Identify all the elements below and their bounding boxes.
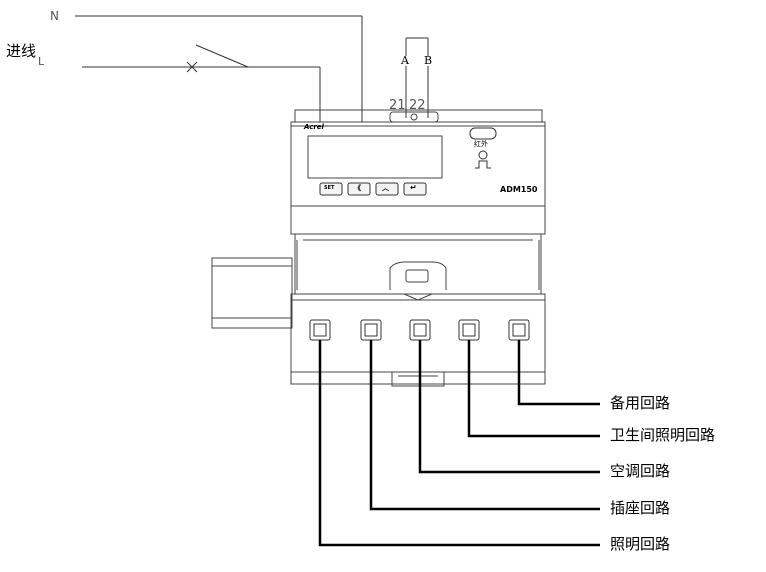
terminal-21-label: 21: [389, 98, 406, 113]
up-button[interactable]: [375, 182, 399, 196]
front-buttons: [319, 182, 427, 196]
meter-body: [211, 109, 546, 387]
up-button-label: ︿: [382, 184, 389, 192]
neutral-label: N: [50, 9, 59, 23]
circuit-wires: [318, 340, 600, 547]
output-terminals: [309, 319, 530, 341]
wire-spare: [517, 340, 600, 406]
infrared-port: [469, 127, 497, 169]
wire-bathroom-lighting: [467, 340, 600, 438]
line-in-label: 进线: [6, 42, 37, 60]
switch-blade: [195, 44, 249, 68]
set-button-label: SET: [324, 185, 335, 191]
brand-logo: Acrel: [304, 123, 324, 131]
infrared-label: 红外: [474, 140, 488, 148]
line-in-suffix: L: [38, 55, 45, 68]
terminal-22-label: 22: [409, 98, 426, 113]
line-in-wire: [82, 44, 321, 122]
set-button[interactable]: [319, 182, 343, 196]
circuit-label-spare: 备用回路: [610, 394, 671, 412]
circuit-label-socket: 插座回路: [610, 499, 671, 517]
lcd-display: [307, 135, 443, 179]
wire-socket: [369, 340, 600, 511]
neutral-wire: [75, 15, 363, 122]
wire-lighting: [318, 340, 600, 547]
enter-button[interactable]: [403, 182, 427, 196]
circuit-label-lighting: 照明回路: [610, 535, 671, 553]
bus-b-label: B: [424, 54, 433, 67]
circuit-label-air-conditioning: 空调回路: [610, 462, 671, 480]
left-button-label: 《: [354, 184, 361, 192]
enter-button-label: ↵: [410, 183, 417, 192]
wire-air-conditioning: [418, 340, 600, 474]
model-label: ADM150: [500, 185, 538, 194]
rs485-bus: [405, 37, 429, 118]
circuit-label-bathroom-lighting: 卫生间照明回路: [610, 426, 716, 444]
bus-a-label: A: [401, 54, 409, 67]
left-button[interactable]: [347, 182, 371, 196]
